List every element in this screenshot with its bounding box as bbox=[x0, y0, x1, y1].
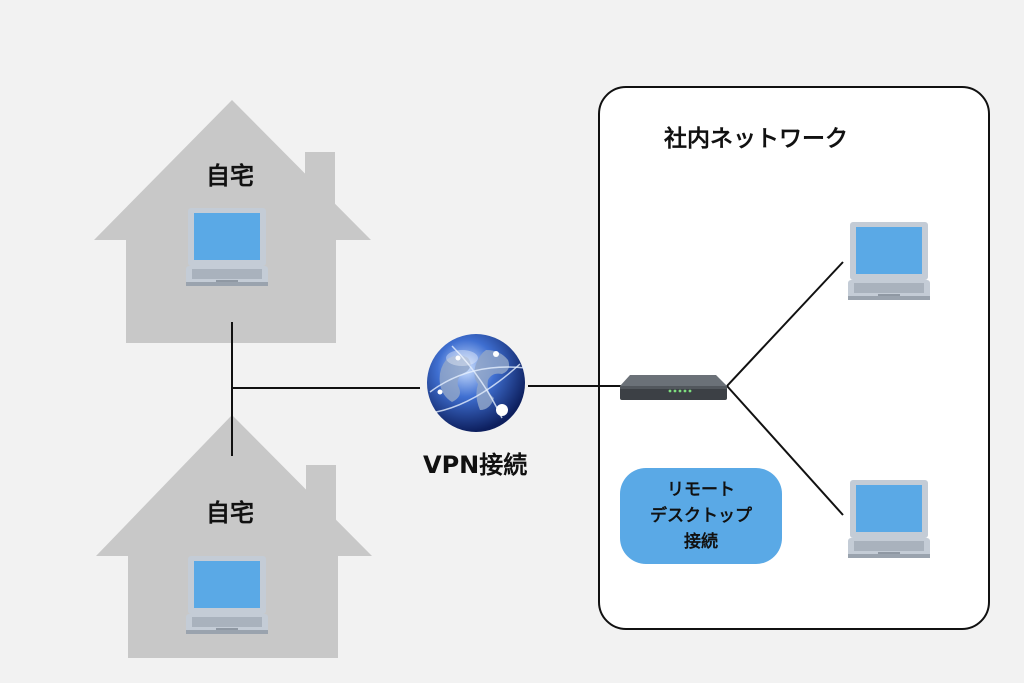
home-laptop-2 bbox=[186, 556, 268, 634]
globe-icon bbox=[427, 334, 527, 432]
switch-to-laptop-top-line bbox=[726, 261, 844, 387]
connection-lines bbox=[231, 261, 844, 516]
office-laptop-top bbox=[848, 222, 930, 300]
home-label-2: 自宅 bbox=[206, 499, 254, 527]
office-network-title: 社内ネットワーク bbox=[664, 126, 848, 152]
home-label-1: 自宅 bbox=[206, 162, 254, 190]
remote-desktop-badge: リモート デスクトップ 接続 bbox=[620, 468, 782, 564]
remote-desktop-line-3: 接続 bbox=[684, 532, 718, 552]
house-2 bbox=[96, 415, 372, 658]
switch-to-laptop-bottom-line bbox=[726, 385, 844, 516]
office-laptop-bottom bbox=[848, 480, 930, 558]
remote-desktop-line-1: リモート bbox=[667, 480, 735, 500]
home-laptop-1 bbox=[186, 208, 268, 286]
network-switch-icon bbox=[620, 375, 727, 400]
remote-desktop-line-2: デスクトップ bbox=[650, 506, 752, 526]
vpn-label: VPN接続 bbox=[423, 451, 528, 479]
